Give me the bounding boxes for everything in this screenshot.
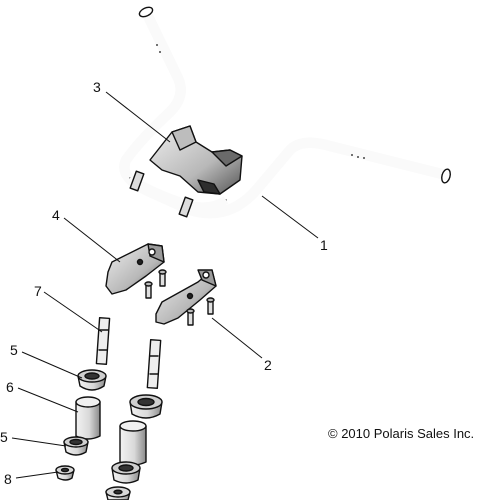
bushing-upper-right <box>129 394 163 419</box>
nut-right <box>105 486 131 500</box>
bushing-lower-right <box>111 461 141 484</box>
leader-6 <box>17 387 79 413</box>
callouts: 1 2 3 4 5 5 6 7 8 <box>0 79 328 487</box>
callout-2: 2 <box>264 357 272 373</box>
leader-8 <box>15 471 59 479</box>
riser-clamp-upper-left <box>105 243 165 295</box>
callout-5-upper: 5 <box>10 342 18 358</box>
stud-right <box>146 339 162 389</box>
riser-clamp-upper-right <box>155 269 217 325</box>
callout-3: 3 <box>93 79 101 95</box>
copyright-notice: © 2010 Polaris Sales Inc. <box>328 426 474 441</box>
callout-4: 4 <box>52 207 60 223</box>
leader-1 <box>261 195 319 239</box>
leader-5a <box>21 351 83 379</box>
callout-6: 6 <box>6 379 14 395</box>
stud-left <box>95 317 111 365</box>
leader-4 <box>63 217 121 263</box>
spacer-tube-left <box>75 396 101 440</box>
spacer-tube-right <box>119 420 147 466</box>
nut-left <box>55 465 75 481</box>
bolt-c <box>186 308 195 326</box>
center-clamp-block <box>149 125 243 195</box>
callout-8: 8 <box>4 471 12 487</box>
callout-5-lower: 5 <box>0 429 8 445</box>
bolt-d <box>206 297 215 315</box>
clamp-bolts <box>144 269 215 326</box>
bolt-a <box>144 281 153 299</box>
bolt-b <box>158 269 167 287</box>
bushing-upper-left <box>77 369 107 391</box>
knurl-marks <box>156 44 365 159</box>
handlebar <box>119 6 451 219</box>
bushing-lower-left <box>63 436 89 456</box>
callout-7: 7 <box>34 283 42 299</box>
leader-2 <box>211 317 263 359</box>
leader-3 <box>105 91 171 143</box>
callout-1: 1 <box>320 237 328 253</box>
leader-lines <box>11 91 319 479</box>
leader-5b <box>11 437 67 447</box>
leader-7 <box>43 291 103 333</box>
